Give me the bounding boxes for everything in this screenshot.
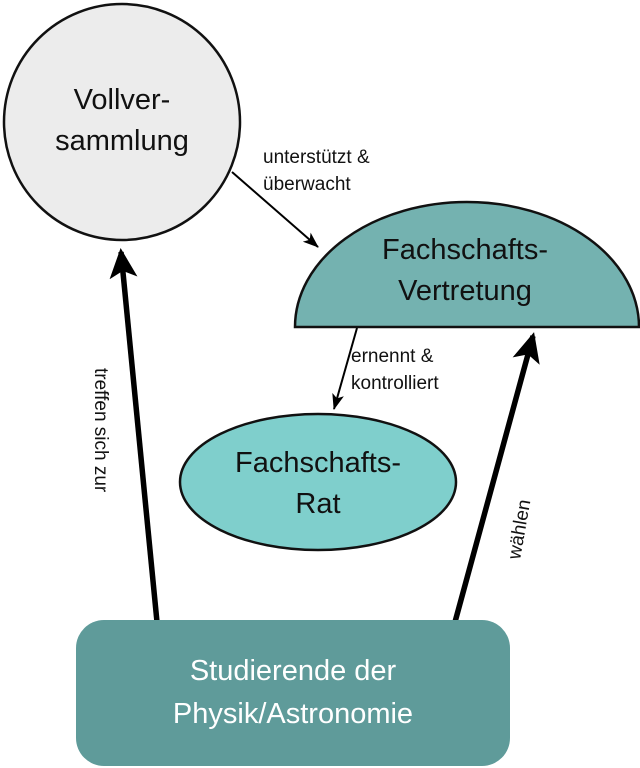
studierende-label-line1: Studierende der	[190, 655, 397, 687]
ernennt-arrow	[332, 327, 358, 410]
ernennt-label-line1: ernennt &	[351, 346, 434, 367]
ernennt-label-line2: kontrolliert	[351, 373, 439, 394]
unterstuetzt-label-line2: überwacht	[263, 174, 351, 195]
unterstuetzt-label-line1: unterstützt &	[263, 147, 370, 168]
fachschaftsrat-label-line2: Rat	[295, 488, 340, 520]
studierende-label-line2: Physik/Astronomie	[173, 698, 413, 730]
studierende-node	[76, 620, 510, 766]
vollversammlung-node	[2, 2, 242, 242]
treffen-arrow	[109, 248, 160, 623]
fachschaftsvertretung-node	[293, 200, 640, 329]
vollversammlung-label-line1: Vollver-	[74, 84, 171, 116]
unterstuetzt-arrow	[231, 171, 319, 248]
fachschaftsvertretung-label-line2: Vertretung	[398, 275, 532, 307]
treffen-label: treffen sich zur	[90, 368, 111, 493]
fachschaftsvertretung-label-line1: Fachschafts-	[382, 234, 548, 266]
waehlen-label: wählen	[504, 498, 535, 562]
fachschaftsrat-label-line1: Fachschafts-	[235, 447, 401, 479]
fachschaftsrat-node	[178, 412, 458, 552]
waehlen-arrow	[452, 332, 540, 623]
vollversammlung-label-line2: sammlung	[55, 125, 189, 157]
